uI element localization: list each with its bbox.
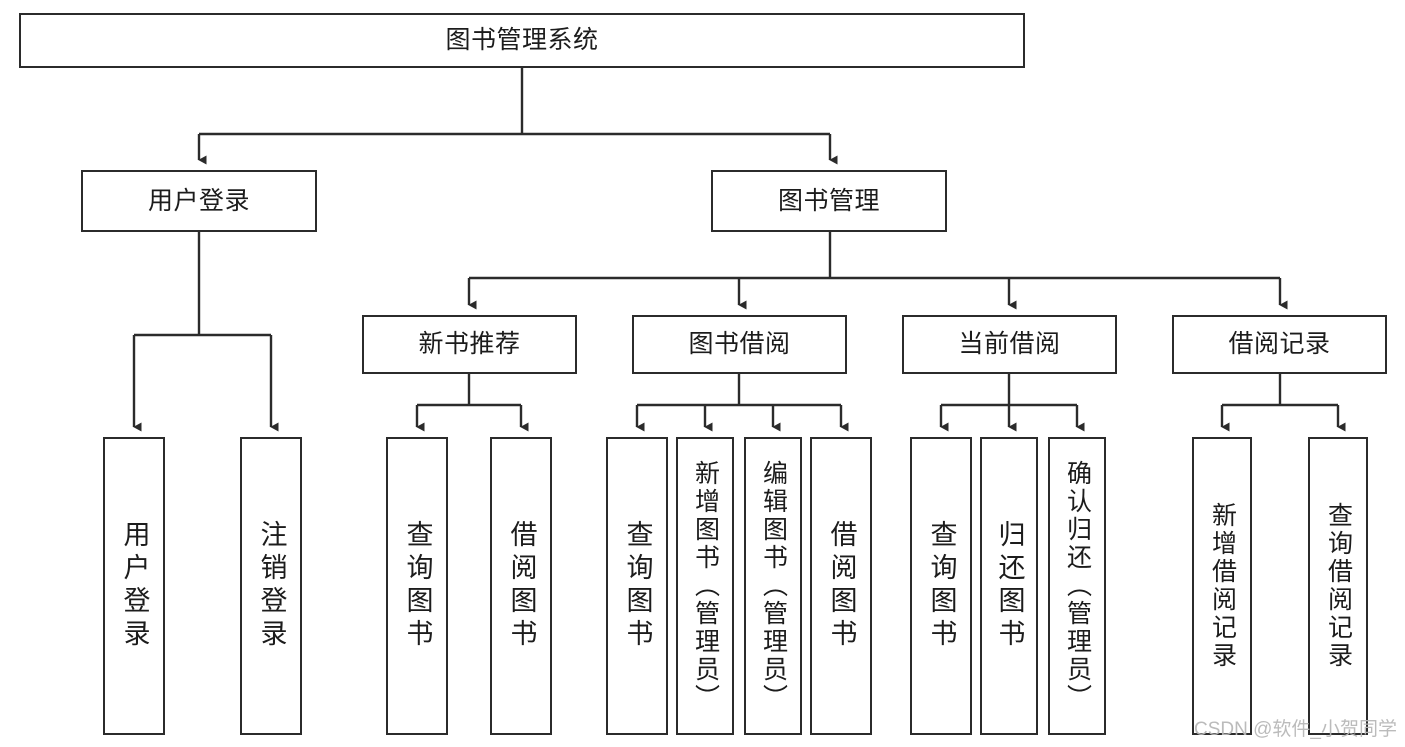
leaf-add-book-admin[interactable]: 新增图书（管理员）	[676, 437, 734, 735]
node-user-login[interactable]: 用户登录	[81, 170, 317, 232]
leaf-add-borrow-record[interactable]: 新增借阅记录	[1192, 437, 1252, 735]
node-label: 图书借阅	[688, 330, 791, 359]
node-label: 查询图书	[926, 520, 957, 652]
node-label: 注销登录	[256, 520, 287, 652]
node-label: 确认归还（管理员）	[1063, 460, 1092, 712]
leaf-confirm-return-admin[interactable]: 确认归还（管理员）	[1048, 437, 1106, 735]
node-label: 新增借阅记录	[1208, 502, 1237, 670]
node-label: 用户登录	[119, 520, 150, 652]
leaf-borrow-book-recommend[interactable]: 借阅图书	[490, 437, 552, 735]
node-label: 查询图书	[402, 520, 433, 652]
node-label: 查询图书	[622, 520, 653, 652]
leaf-query-borrow-record[interactable]: 查询借阅记录	[1308, 437, 1368, 735]
node-current-borrow[interactable]: 当前借阅	[902, 315, 1117, 374]
node-label: 编辑图书（管理员）	[759, 460, 788, 712]
leaf-logout[interactable]: 注销登录	[240, 437, 302, 735]
node-label: 借阅图书	[506, 520, 537, 652]
leaf-edit-book-admin[interactable]: 编辑图书（管理员）	[744, 437, 802, 735]
node-label: 当前借阅	[958, 330, 1061, 359]
leaf-user-login[interactable]: 用户登录	[103, 437, 165, 735]
leaf-query-book-borrow[interactable]: 查询图书	[606, 437, 668, 735]
leaf-borrow-book[interactable]: 借阅图书	[810, 437, 872, 735]
node-new-book-recommend[interactable]: 新书推荐	[362, 315, 577, 374]
node-borrow-record[interactable]: 借阅记录	[1172, 315, 1387, 374]
node-book-management[interactable]: 图书管理	[711, 170, 947, 232]
node-label: 查询借阅记录	[1324, 502, 1353, 670]
node-label: 图书管理	[777, 186, 880, 215]
node-label: 借阅记录	[1228, 330, 1331, 359]
node-label: 图书管理系统	[445, 26, 599, 55]
node-label: 用户登录	[147, 186, 250, 215]
leaf-query-book-recommend[interactable]: 查询图书	[386, 437, 448, 735]
node-label: 新增图书（管理员）	[691, 460, 720, 712]
node-label: 新书推荐	[418, 330, 521, 359]
node-label: 归还图书	[994, 520, 1025, 652]
node-root[interactable]: 图书管理系统	[19, 13, 1025, 68]
csdn-watermark: CSDN @软件_小贺同学	[1194, 719, 1397, 740]
node-label: 借阅图书	[826, 520, 857, 652]
leaf-return-book[interactable]: 归还图书	[980, 437, 1038, 735]
node-book-borrow[interactable]: 图书借阅	[632, 315, 847, 374]
leaf-query-book-current[interactable]: 查询图书	[910, 437, 972, 735]
